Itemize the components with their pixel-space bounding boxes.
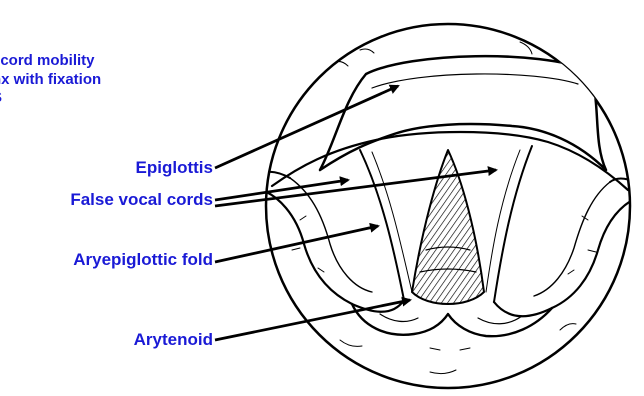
larynx-illustration — [0, 0, 644, 396]
